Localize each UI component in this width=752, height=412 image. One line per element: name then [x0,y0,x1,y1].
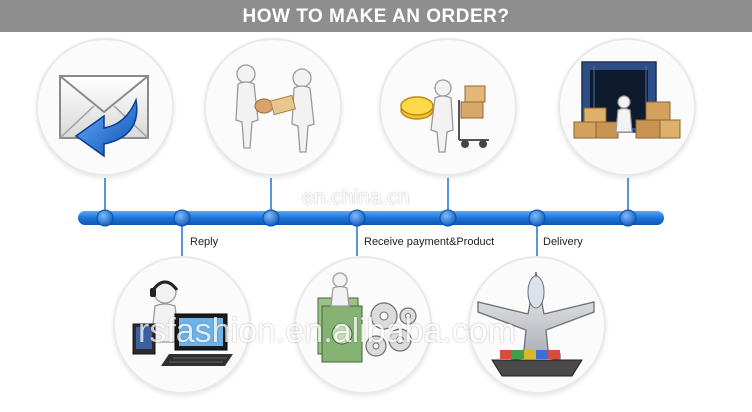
page-title: HOW TO MAKE AN ORDER? [242,6,510,27]
timeline-bar [78,211,664,225]
step-circle-shipment [560,40,694,174]
timeline-dot-1 [96,209,114,227]
step-circle-negotiation [206,40,340,174]
step-circle-reply [115,258,249,392]
coin-goods-cart-icon [400,79,489,153]
step-label-delivery: Delivery [543,236,583,248]
timeline-dot-5 [439,209,457,227]
watermark-store: rsfashion.en.alibaba.com [138,312,517,350]
money-gears-icon [317,272,417,363]
step-circle-inquiry [38,40,172,174]
title-banner: HOW TO MAKE AN ORDER? [0,0,752,32]
envelope-return-icon [59,75,149,158]
headset-computer-icon [132,280,233,366]
watermark-site: en.china.cn [302,186,410,209]
step-circle-payment [381,40,515,174]
timeline-dot-6 [528,209,546,227]
timeline-dot-4 [348,209,366,227]
step-circle-delivery [470,258,604,392]
step-label-reply: Reply [190,236,219,248]
step-circle-receive [296,258,430,392]
negotiation-handshake-icon [235,64,315,153]
timeline-dot-7 [619,209,637,227]
timeline-dot-3 [262,209,280,227]
step-label-receive: Receive payment&Product [364,236,495,248]
container-boxes-icon [573,61,681,139]
timeline-dot-2 [173,209,191,227]
airplane-ship-icon [477,271,595,377]
